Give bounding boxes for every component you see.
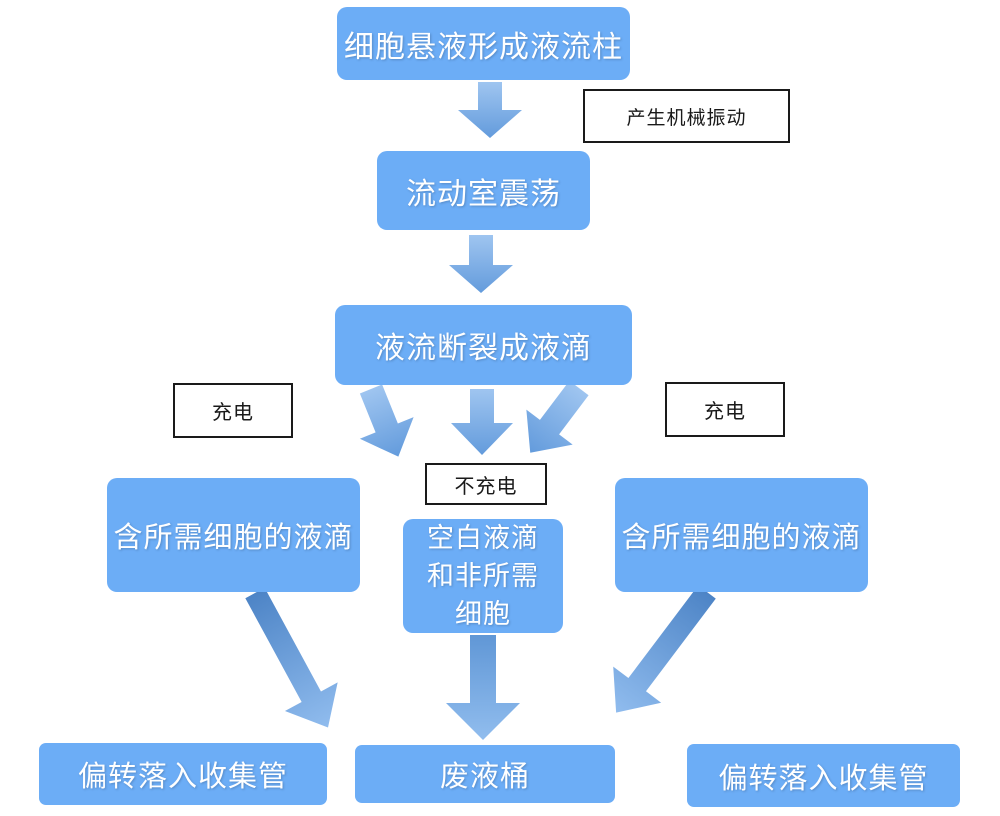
arrow-deflect-right	[613, 585, 716, 713]
node-blank-droplets-label: 空白液滴和非所需细胞	[427, 523, 539, 629]
arrow-down-top-to-flow	[458, 82, 522, 138]
node-droplets-with-target-cells-left: 含所需细胞的液滴	[107, 478, 360, 592]
arrow-branch-middle	[451, 389, 513, 455]
edge-label-no-charge: 不充电	[425, 463, 547, 505]
edge-label-mechanical-vibration: 产生机械振动	[583, 89, 790, 143]
node-droplets-with-target-cells-right: 含所需细胞的液滴	[615, 478, 868, 592]
arrow-to-waste	[446, 635, 520, 740]
node-deflect-into-collection-tube-left: 偏转落入收集管	[39, 743, 327, 805]
arrow-branch-left	[359, 384, 414, 457]
node-flow-chamber-oscillation: 流动室震荡	[377, 151, 590, 230]
arrow-branch-right	[526, 380, 589, 453]
arrow-down-flow-to-break	[449, 235, 513, 293]
edge-label-charge-left: 充电	[173, 383, 293, 438]
arrow-deflect-left	[245, 587, 338, 728]
node-deflect-into-collection-tube-right: 偏转落入收集管	[687, 744, 960, 807]
node-cell-suspension-stream: 细胞悬液形成液流柱	[337, 7, 630, 80]
edge-label-charge-right: 充电	[665, 382, 785, 437]
node-waste-container: 废液桶	[355, 745, 615, 803]
node-stream-breaks-into-droplets: 液流断裂成液滴	[335, 305, 632, 385]
node-blank-droplets-and-unwanted-cells: 空白液滴和非所需细胞	[403, 519, 563, 633]
